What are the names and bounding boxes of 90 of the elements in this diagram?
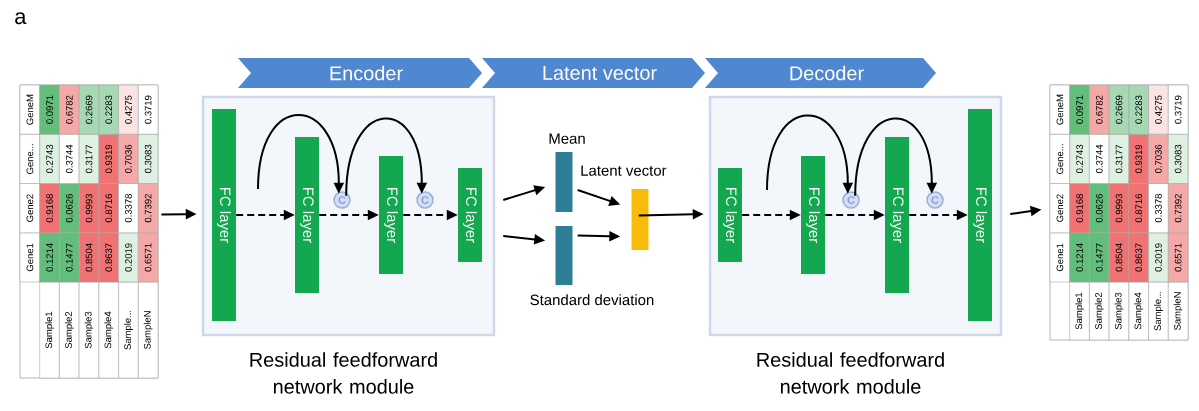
table-cell: GeneM	[19, 84, 40, 135]
table-cell: 0.9319	[98, 133, 119, 184]
table-cell: 0.4275	[1148, 84, 1169, 135]
table-cell: Gene1	[19, 232, 40, 283]
table-cell: 0.3719	[138, 84, 159, 135]
table-cell: 0.6571	[1168, 232, 1189, 283]
table-cell: 0.9993	[78, 183, 100, 234]
table-cell: 0.3177	[78, 133, 100, 184]
panel-letter: a	[15, 12, 27, 25]
fc-layer-bar: FC layer	[968, 109, 992, 321]
vector-label: Mean	[549, 133, 585, 144]
table-cell: 0.0971	[39, 84, 60, 135]
table-cell: 0.7392	[1168, 183, 1189, 234]
fc-layer-bar: FC layer	[885, 137, 909, 293]
table-cell: Sample1	[39, 281, 60, 379]
table-cell: 0.3083	[1168, 133, 1189, 184]
fc-layer-bar: FC layer	[212, 109, 236, 321]
table-cell: 0.2019	[1148, 232, 1169, 283]
table-cell: Sample...	[118, 281, 139, 379]
table-cell: 0.9993	[1108, 183, 1130, 234]
module-caption: Residual feedforward network module	[250, 352, 437, 394]
table-cell: 0.8504	[78, 232, 100, 283]
table-cell: 0.0626	[1089, 183, 1110, 234]
table-cell: 0.3378	[1148, 183, 1169, 234]
table-cell: Sample3	[1108, 281, 1130, 341]
table-cell: Sample4	[98, 281, 119, 379]
fc-layer-bar: FC layer	[801, 156, 825, 274]
table-cell: Sample1	[1069, 281, 1090, 341]
table-cell: 0.8637	[1128, 232, 1149, 283]
table-cell: 0.0626	[59, 183, 80, 234]
module-caption: Residual feedforward network module	[757, 352, 944, 394]
table-cell: SampleN	[1168, 281, 1189, 341]
table-cell: Gene1	[1049, 232, 1070, 283]
table-cell: 0.2669	[78, 84, 100, 135]
table-cell: 0.9168	[1069, 183, 1090, 234]
table-cell: 0.3719	[1168, 84, 1189, 135]
table-cell: 0.3378	[118, 183, 139, 234]
stage-header: Decoder	[705, 58, 936, 88]
table-cell: 0.8716	[1128, 183, 1149, 234]
fc-layer-bar: FC layer	[458, 168, 482, 262]
fc-layer-bar: FC layer	[379, 156, 403, 274]
vector-bar	[631, 189, 649, 250]
table-cell: 0.1477	[1089, 232, 1110, 283]
table-cell: 0.7036	[1148, 133, 1169, 184]
table-cell: Gene2	[1049, 183, 1070, 234]
table-cell: 0.7036	[118, 133, 139, 184]
table-cell: Sample2	[1089, 281, 1110, 341]
table-cell: 0.2669	[1108, 84, 1130, 135]
table-cell: 0.3744	[1089, 133, 1110, 184]
table-cell: 0.2283	[1128, 84, 1149, 135]
fc-layer-bar: FC layer	[718, 168, 742, 262]
table-cell: 0.4275	[118, 84, 139, 135]
table-cell: GeneM	[1049, 84, 1070, 135]
table-cell: Sample3	[78, 281, 100, 379]
table-cell: 0.2283	[98, 84, 119, 135]
table-cell: 0.1477	[59, 232, 80, 283]
vector-label: Standard deviation	[530, 294, 654, 306]
vector-bar	[555, 226, 573, 285]
table-cell: SampleN	[138, 281, 159, 379]
stage-header: Encoder	[238, 58, 482, 88]
arrow	[854, 117, 938, 197]
table-cell: Gene2	[19, 183, 40, 234]
vector-label: Latent vector	[581, 165, 667, 176]
table-cell: 0.2743	[39, 133, 60, 184]
table-cell: Sample...	[1148, 281, 1169, 341]
table-cell: 0.8716	[98, 183, 119, 234]
table-cell: 0.1214	[39, 232, 60, 283]
table-cell: 0.0971	[1069, 84, 1090, 135]
table-cell: 0.2019	[118, 232, 139, 283]
table-cell: 0.6782	[1089, 84, 1110, 135]
vector-bar	[555, 152, 573, 212]
table-cell: 0.6782	[59, 84, 80, 135]
table-cell: 0.1214	[1069, 232, 1090, 283]
table-cell: 0.2743	[1069, 133, 1090, 184]
table-cell: Gene...	[1049, 133, 1070, 184]
stage-header: Latent vector	[482, 58, 705, 88]
table-cell: 0.3744	[59, 133, 80, 184]
table-cell: Sample4	[1128, 281, 1149, 341]
table-cell: 0.8637	[98, 232, 119, 283]
fc-layer-bar: FC layer	[295, 137, 319, 293]
table-cell: 0.9168	[39, 183, 60, 234]
table-cell: 0.9319	[1128, 133, 1149, 184]
table-cell: 0.3177	[1108, 133, 1130, 184]
table-cell: 0.7392	[138, 183, 159, 234]
table-cell: 0.3083	[138, 133, 159, 184]
table-cell: Sample2	[59, 281, 80, 379]
table-cell: 0.8504	[1108, 232, 1130, 283]
table-cell: Gene...	[19, 133, 40, 184]
arrow	[345, 117, 428, 197]
table-cell: 0.6571	[138, 232, 159, 283]
